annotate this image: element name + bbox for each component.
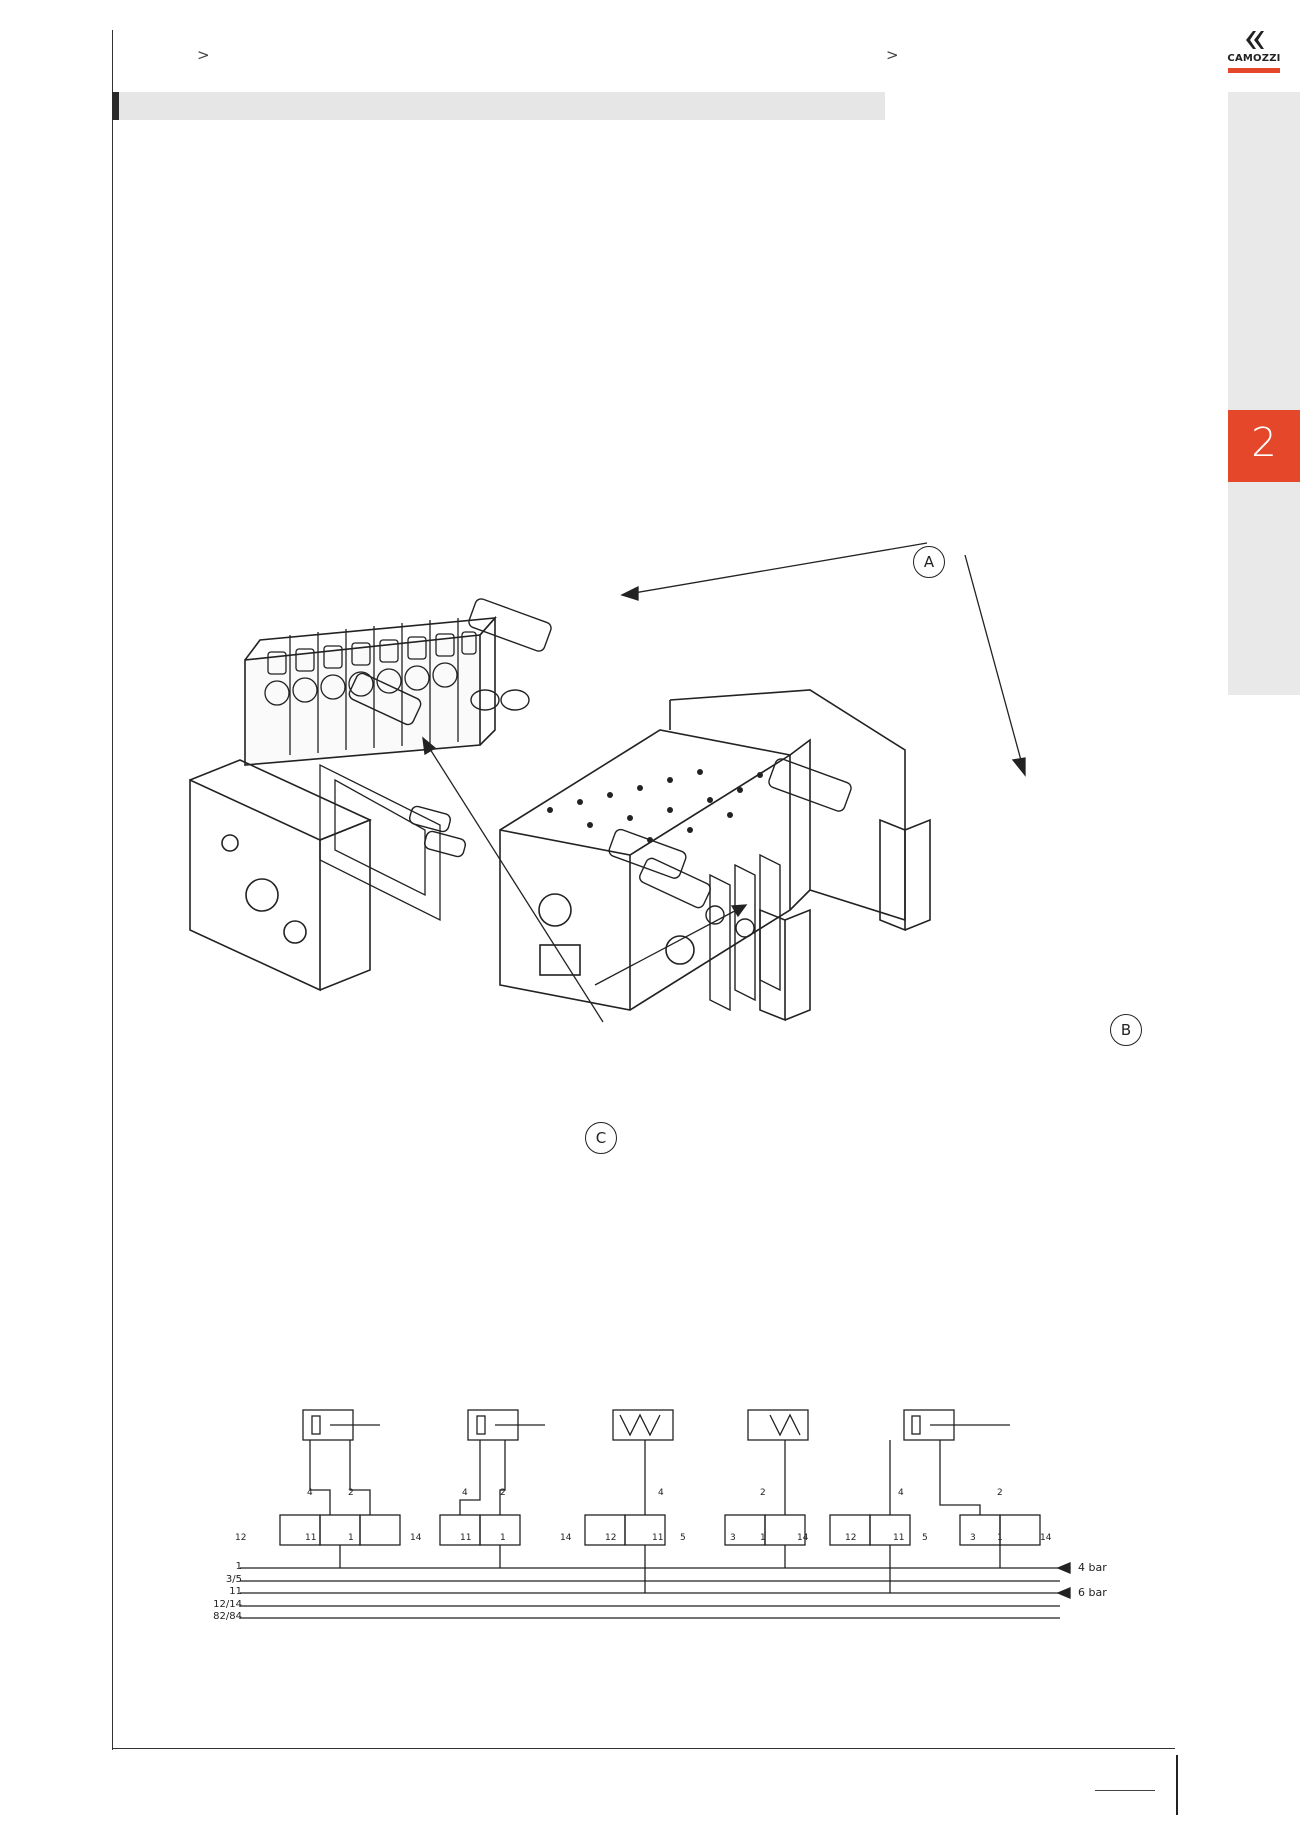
port-label: 11 — [652, 1533, 664, 1543]
chapter-tab-active[interactable] — [1228, 410, 1300, 482]
port-label: 1 — [348, 1533, 354, 1543]
port-label: 5 — [922, 1533, 928, 1543]
line-label-3-5: 3/5 — [225, 1574, 242, 1585]
footer-horizontal-tick — [1095, 1790, 1155, 1791]
logo-accent-bar — [1228, 68, 1280, 73]
port-label: 2 — [348, 1488, 354, 1498]
callout-a: A — [913, 546, 945, 578]
line-label-82-84: 82/84 — [213, 1611, 242, 1622]
cylinders — [302, 1409, 1010, 1441]
page-footer-rule — [112, 1748, 1175, 1749]
line-label-1: 1 — [235, 1561, 242, 1572]
breadcrumb-separator-left[interactable]: > — [197, 46, 210, 64]
camozzi-logo: CAMOZZI — [1224, 28, 1284, 76]
leader-lines — [422, 542, 1026, 1023]
port-label: 1 — [997, 1533, 1003, 1543]
port-label: 11 — [305, 1533, 317, 1543]
connection-lines — [309, 1440, 1001, 1593]
footer-vertical-tick — [1176, 1755, 1178, 1815]
end-caps — [759, 818, 931, 1022]
cartridges — [348, 598, 852, 938]
port-label: 12 — [605, 1533, 617, 1543]
port-label: 11 — [893, 1533, 905, 1543]
pressure-label-6-bar: 6 bar — [1078, 1586, 1107, 1599]
supply-lines — [240, 1567, 1060, 1619]
gasket — [319, 763, 441, 922]
chapter-number: 2 — [1251, 420, 1277, 466]
line-label-12-14: 12/14 — [213, 1599, 242, 1610]
port-label: 1 — [500, 1533, 506, 1543]
port-label: 4 — [898, 1488, 904, 1498]
port-label: 14 — [410, 1533, 422, 1543]
port-label: 5 — [680, 1533, 686, 1543]
manifold-block — [499, 689, 906, 1011]
port-label: 12 — [235, 1533, 247, 1543]
port-label: 2 — [997, 1488, 1003, 1498]
port-label: 4 — [307, 1488, 313, 1498]
port-label: 3 — [970, 1533, 976, 1543]
callout-c: C — [585, 1122, 617, 1154]
port-label: 3 — [730, 1533, 736, 1543]
port-label: 2 — [500, 1488, 506, 1498]
arrows — [1056, 1562, 1071, 1599]
port-label: 14 — [797, 1533, 809, 1543]
section-header-bar — [112, 92, 885, 120]
logo-mark-icon — [1246, 31, 1264, 49]
page-left-rule — [112, 30, 113, 1750]
exploded-assembly-drawing — [189, 542, 1026, 1023]
section-header-accent — [112, 92, 119, 120]
port-label: 4 — [462, 1488, 468, 1498]
port-label: 14 — [560, 1533, 572, 1543]
port-label: 1 — [760, 1533, 766, 1543]
end-plate — [189, 759, 373, 992]
port-label: 4 — [658, 1488, 664, 1498]
pneumatic-schematic — [240, 1409, 1071, 1619]
callout-b: B — [1110, 1014, 1142, 1046]
line-label-11: 11 — [229, 1586, 242, 1597]
chapter-side-tab — [1228, 92, 1300, 695]
port-label: 14 — [1040, 1533, 1052, 1543]
port-label: 11 — [460, 1533, 472, 1543]
port-label: 12 — [845, 1533, 857, 1543]
valve-bank — [244, 615, 497, 766]
breadcrumb-separator-right[interactable]: > — [886, 46, 899, 64]
pressure-label-4-bar: 4 bar — [1078, 1561, 1107, 1574]
logo-wordmark: CAMOZZI — [1227, 53, 1281, 64]
port-label: 2 — [760, 1488, 766, 1498]
